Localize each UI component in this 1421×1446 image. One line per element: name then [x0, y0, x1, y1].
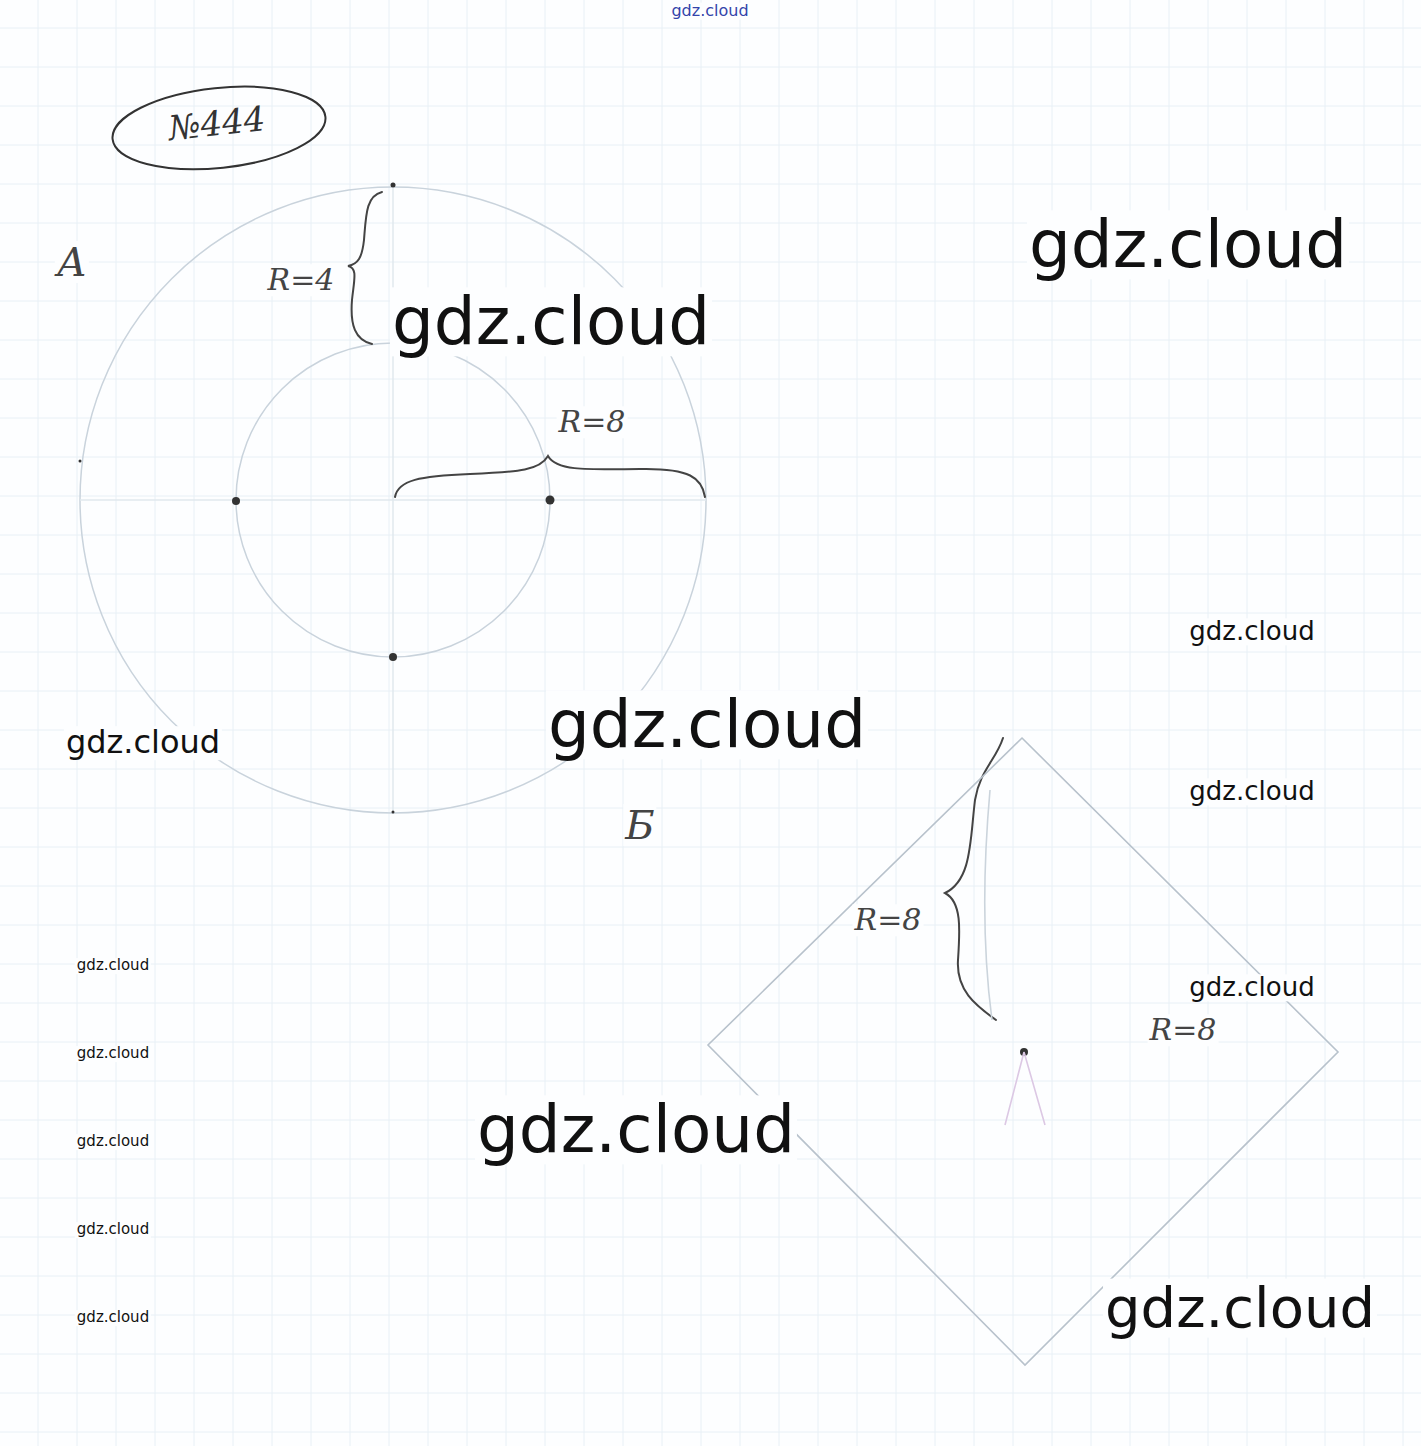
watermark: gdz.cloud [669, 3, 750, 20]
watermark: gdz.cloud [546, 690, 868, 759]
watermark: gdz.cloud [1103, 1279, 1377, 1338]
watermark: gdz.cloud [1187, 974, 1316, 1001]
watermark: gdz.cloud [75, 1046, 151, 1062]
watermark: gdz.cloud [75, 1134, 151, 1150]
points [79, 183, 1029, 1057]
title-ellipse: №444 [106, 75, 332, 181]
watermark: gdz.cloud [1187, 618, 1316, 645]
watermark: gdz.cloud [390, 287, 712, 356]
handwritten-label: R=8 [557, 406, 628, 438]
problem-number: №444 [166, 92, 329, 148]
watermark: gdz.cloud [75, 1310, 151, 1326]
handwritten-label: R=4 [266, 264, 337, 296]
handwritten-label: А [55, 241, 89, 283]
watermark: gdz.cloud [75, 1222, 151, 1238]
braces [348, 192, 1003, 1020]
handwritten-label: R=8 [1148, 1014, 1219, 1046]
figure-b [708, 738, 1338, 1365]
watermark: gdz.cloud [64, 726, 222, 760]
watermark: gdz.cloud [1027, 210, 1349, 279]
handwritten-label: R=8 [853, 904, 924, 936]
watermark: gdz.cloud [75, 958, 151, 974]
watermark: gdz.cloud [1187, 778, 1316, 805]
watermark: gdz.cloud [475, 1095, 797, 1164]
handwritten-label: Б [623, 804, 656, 846]
